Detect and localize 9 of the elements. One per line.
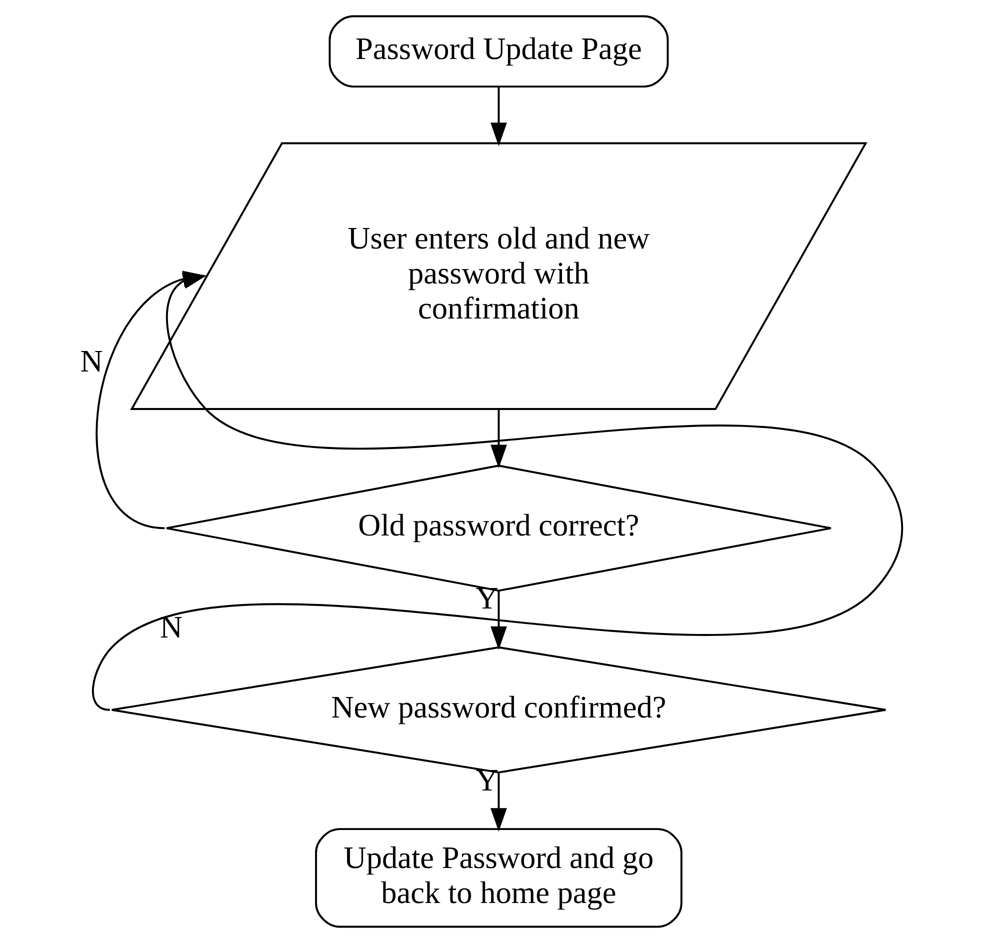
arrow xyxy=(490,590,507,650)
edge-label: N xyxy=(160,610,182,645)
arrow xyxy=(490,772,507,832)
node-box: Password Update Page xyxy=(328,15,669,88)
node-box: Update Password and go back to home page xyxy=(315,828,682,928)
arrow xyxy=(490,86,507,146)
edge-label: N xyxy=(80,344,103,379)
arrow xyxy=(490,409,507,468)
arrow xyxy=(93,272,903,711)
